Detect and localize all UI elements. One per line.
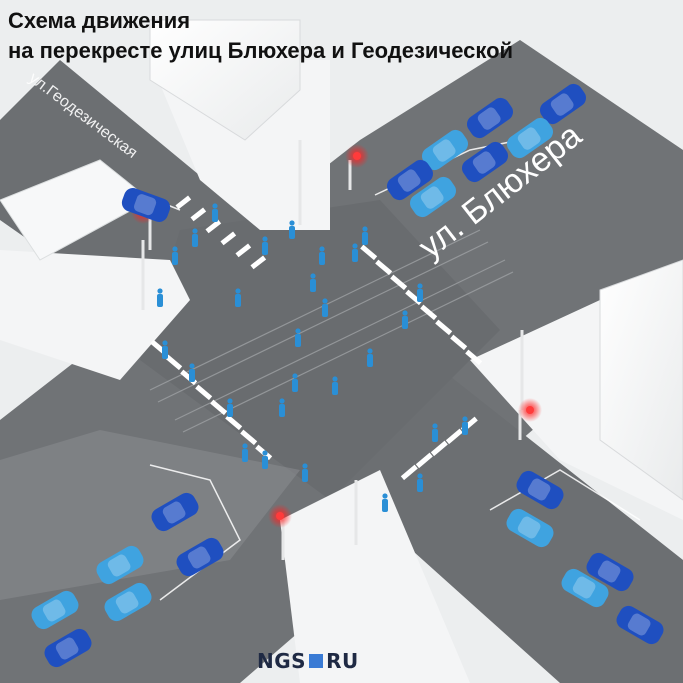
crosswalk-north [175,195,267,270]
title-line-1: Схема движения [8,8,191,33]
car-icon [104,582,152,622]
pedestrian-icon [227,398,233,417]
pedestrian-icon [332,376,338,395]
pedestrian-icon [319,246,325,265]
car-icon [409,176,457,218]
pedestrian-icon [382,493,388,512]
pedestrian-icon [235,288,241,307]
pedestrian-icon [162,340,168,359]
tram-track-area [0,430,300,600]
car-icon [421,129,469,171]
pedestrian-icon [157,288,163,307]
car-icon [561,568,609,608]
car-icon [586,552,634,592]
pedestrian-icon [367,348,373,367]
crosswalk-east [360,244,483,366]
pedestrian-icon [362,226,368,245]
car-icon [506,117,554,159]
car-icon [121,188,171,222]
pedestrian-icon [289,220,295,239]
car-icon [31,590,79,630]
crosswalks [150,195,483,481]
crosswalk-south [400,416,478,481]
car-icon [506,508,554,548]
car-icon [461,141,509,183]
car-icon [386,159,434,201]
ngs-logo: NGS RU [257,649,359,673]
pedestrian-icon [192,228,198,247]
cars [31,83,664,668]
sidewalk-south [280,470,470,683]
car-icon [176,537,224,577]
pedestrian-icon [402,310,408,329]
pedestrian-icon [302,463,308,482]
pedestrian-icon [292,373,298,392]
pedestrian-icon [172,246,178,265]
logo-text-left: NGS [257,649,307,673]
car-icon [96,545,144,585]
car-icon [151,492,199,532]
pedestrian-icon [417,283,423,302]
pedestrian-icon [462,416,468,435]
pedestrian-icon [295,328,301,347]
building-east [599,259,683,501]
street-lights [141,140,524,560]
car-icon [44,628,92,668]
pedestrian-icon [262,450,268,469]
car-icon [539,83,587,125]
car-icon [516,470,564,510]
title-line-2: на перекресте улиц Блюхера и Геодезическ… [8,38,514,63]
building-north [149,19,301,141]
pedestrian-icon [432,423,438,442]
pedestrian-icon [417,473,423,492]
page-title: Схема движения на перекресте улиц Блюхер… [8,6,513,66]
pedestrians [157,203,468,512]
buildings [0,19,683,501]
pedestrian-icon [279,398,285,417]
logo-text-right: RU [326,649,359,673]
pedestrian-icon [189,363,195,382]
car-icon [466,97,514,139]
pedestrian-icon [322,298,328,317]
logo-square-icon [309,654,324,668]
tram-rails [149,229,514,433]
car-icon [616,605,664,645]
pedestrian-icon [212,203,218,222]
pedestrian-icon [352,243,358,262]
pedestrian-icon [242,443,248,462]
pedestrian-icon [310,273,316,292]
pedestrian-icon [262,236,268,255]
